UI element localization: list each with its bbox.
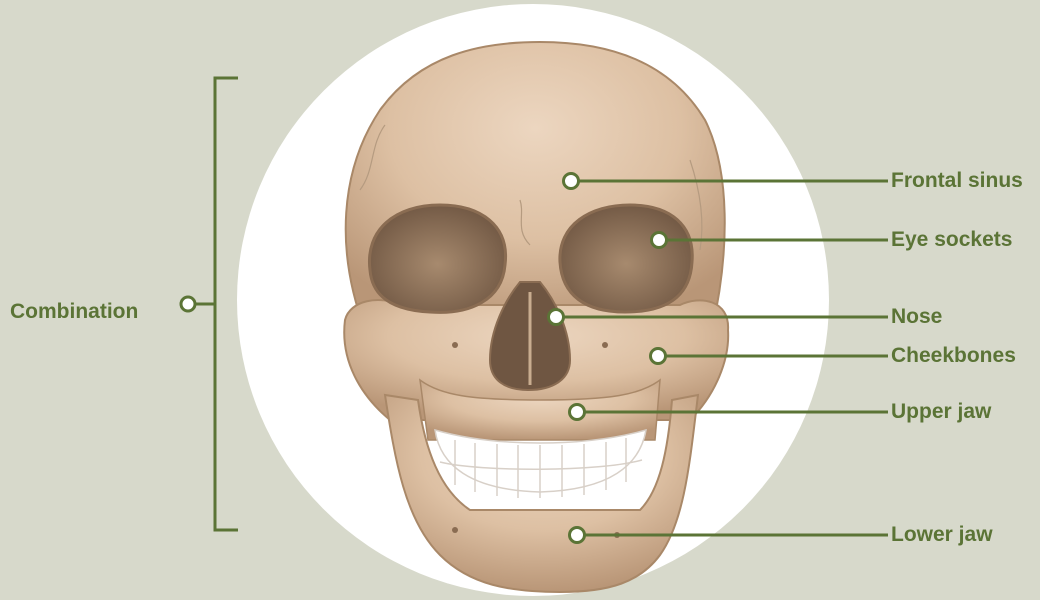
- label-cheekbones: Cheekbones: [891, 344, 1016, 368]
- label-frontal-sinus: Frontal sinus: [891, 169, 1023, 193]
- combination-label: Combination: [10, 300, 138, 324]
- label-upper-jaw: Upper jaw: [891, 400, 991, 424]
- right-eye-socket: [560, 205, 692, 312]
- left-eye-socket: [369, 205, 505, 312]
- label-eye-sockets: Eye sockets: [891, 228, 1012, 252]
- combination-bracket: [181, 78, 238, 530]
- label-lower-jaw: Lower jaw: [891, 523, 993, 547]
- label-nose: Nose: [891, 305, 942, 329]
